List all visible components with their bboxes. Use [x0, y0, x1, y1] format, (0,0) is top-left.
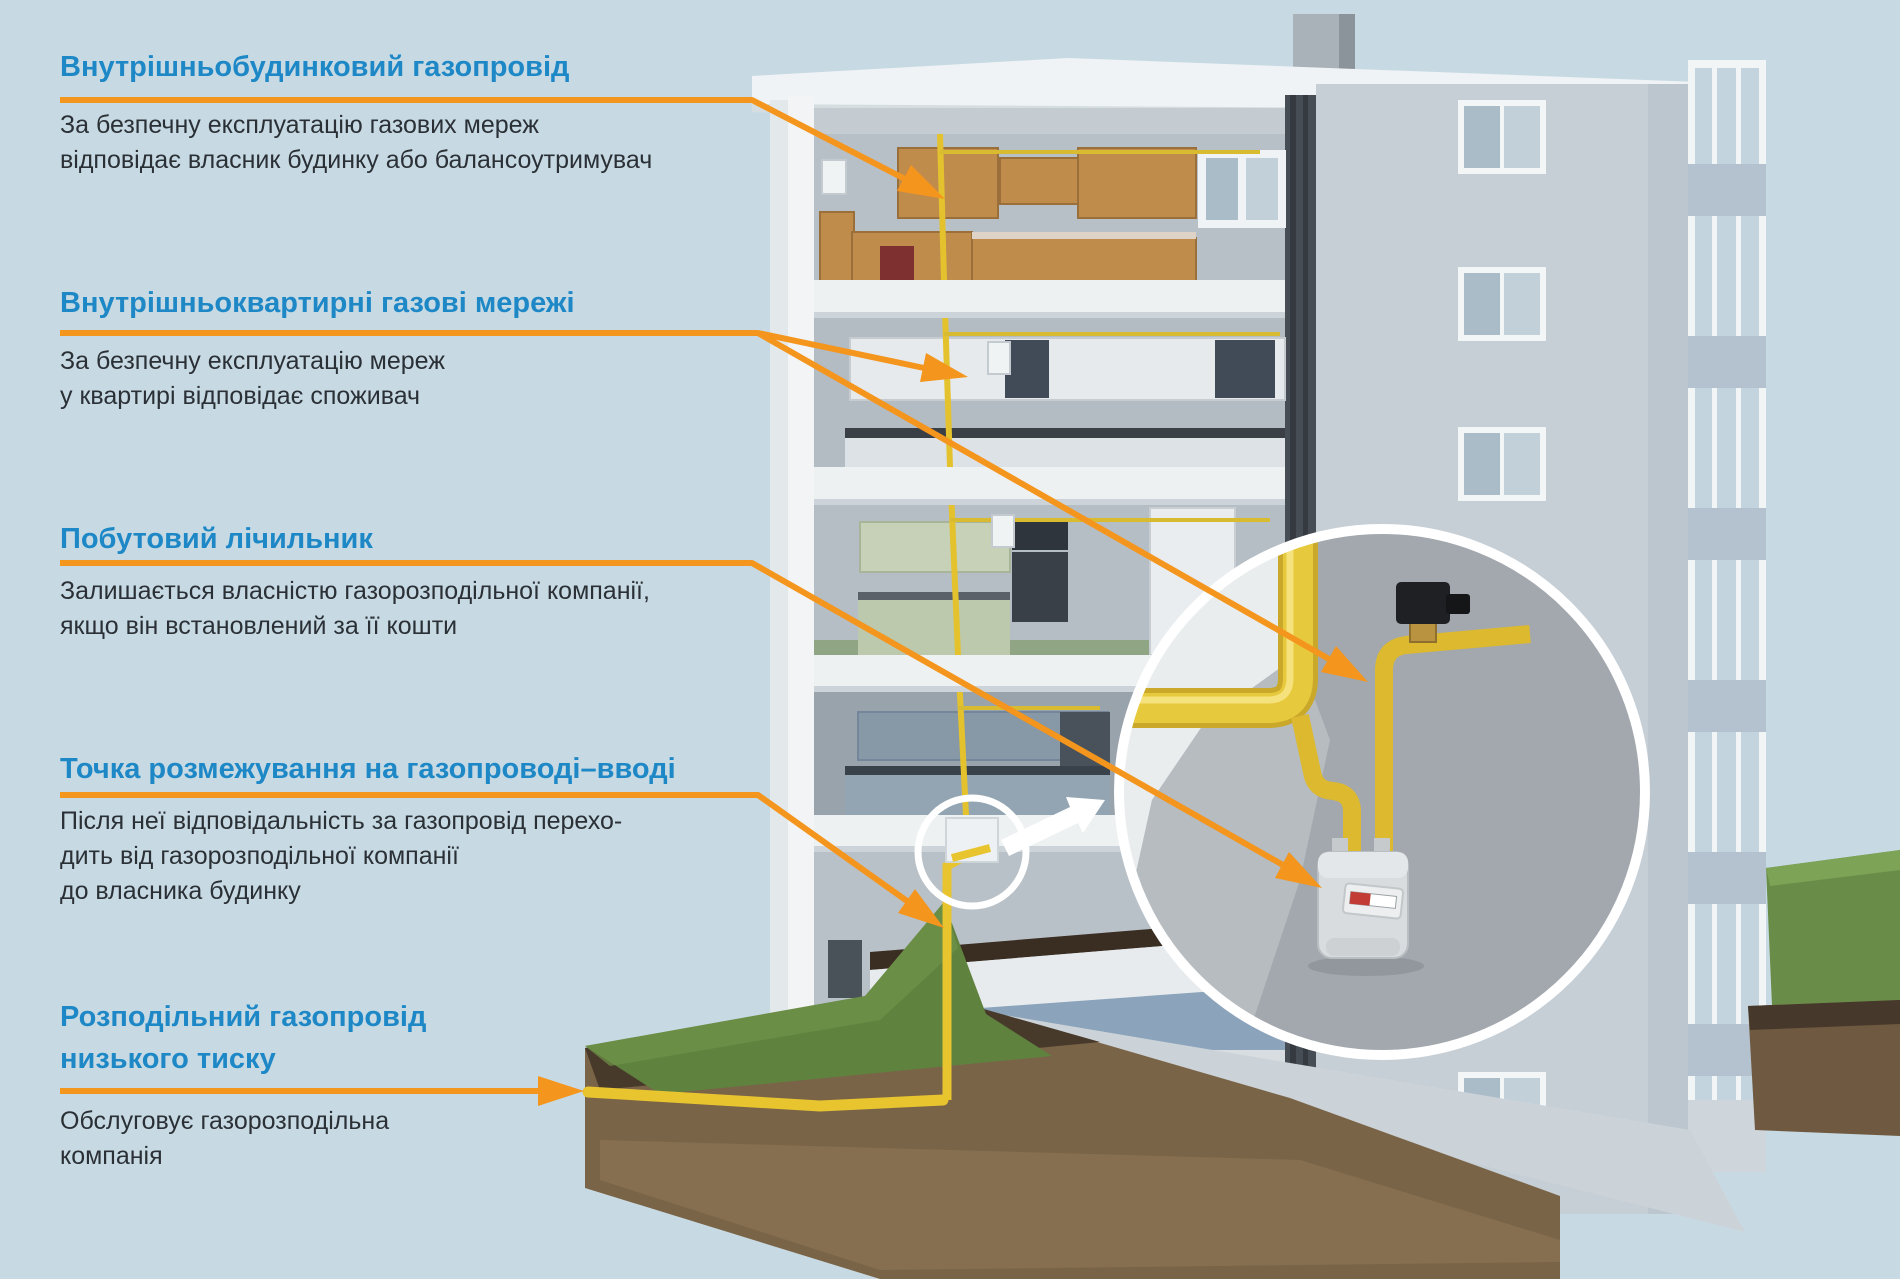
leader-line-4	[60, 792, 909, 904]
leader-arrowheads	[538, 165, 1368, 1106]
slab-shadows	[788, 312, 1285, 852]
annotation-heading-apartment-networks: Внутрішньоквартирні газові мережі	[60, 287, 575, 319]
annotation-body-demarcation-point: Після неї відповідальність за газопровід…	[60, 807, 623, 905]
service-pipes	[582, 817, 999, 1112]
soil-light-layer	[600, 1140, 1560, 1270]
arrowhead-1	[897, 165, 945, 199]
annotation-heading-distribution-pipeline: Розподільний газопровід низького тиску	[60, 1001, 427, 1076]
arrowhead-2a	[920, 353, 968, 382]
kitchen-floor-2	[812, 318, 1286, 467]
leader-line-2b	[756, 330, 1331, 662]
facade-window	[1458, 100, 1546, 174]
arrowhead-5	[538, 1076, 584, 1106]
magnified-entry-pipe-body	[1119, 529, 1313, 723]
grass-highlight	[585, 902, 958, 1066]
leader-lines	[60, 97, 1331, 1094]
entry-elbow-pipe	[950, 844, 992, 862]
shutoff-valve	[1396, 582, 1470, 643]
ground-left	[585, 902, 1745, 1279]
balcony-glass	[1688, 60, 1766, 1100]
facade-window	[1458, 427, 1546, 501]
gas-meter	[1308, 838, 1424, 976]
annotation-body-apartment-networks: За безпечну експлуатацію мереж у квартир…	[60, 347, 445, 410]
wall-gas-box	[821, 159, 1015, 548]
annotation-heading-demarcation-point: Точка розмежування на газопроводі–вводі	[60, 753, 676, 785]
kitchen-floor-1	[812, 134, 1286, 283]
magnified-right-pipe	[1375, 625, 1531, 858]
outer-wall-face	[770, 100, 788, 1190]
arrowhead-3	[1275, 852, 1322, 888]
underground-distribution-pipe	[582, 1086, 949, 1112]
ceiling-shadow	[812, 108, 1285, 134]
annotation-heading-household-meter: Побутовий лічильник	[60, 523, 373, 555]
annotation-body-household-meter: Залишається власністю газорозподільної к…	[60, 577, 650, 640]
meter-digits	[1349, 891, 1371, 906]
arrowhead-2b	[1321, 646, 1368, 682]
leader-line-3	[60, 560, 1285, 868]
magnified-entry-pipe-highlight	[1119, 529, 1294, 704]
facade-window	[1458, 267, 1546, 341]
facade-shade	[1648, 84, 1690, 1214]
annotation-body-building-pipeline: За безпечну експлуатацію газових мереж в…	[60, 111, 653, 174]
arrowhead-4	[898, 889, 944, 928]
demarcation-point-ring	[914, 794, 1030, 910]
magnified-meter-inlet-pipe	[1291, 714, 1361, 858]
leader-line-1	[60, 97, 907, 182]
annotation-body-distribution-pipeline: Обслуговує газорозподільна компанія	[60, 1107, 390, 1170]
balconies	[1688, 60, 1766, 1172]
ground-right	[1748, 850, 1900, 1136]
magnifier-rim	[1114, 524, 1650, 1060]
annotation-heading-building-pipeline: Внутрішньобудинковий газопровід	[60, 51, 570, 83]
chimney-side	[1339, 14, 1355, 78]
magnifier-link-arrow	[1001, 797, 1105, 856]
